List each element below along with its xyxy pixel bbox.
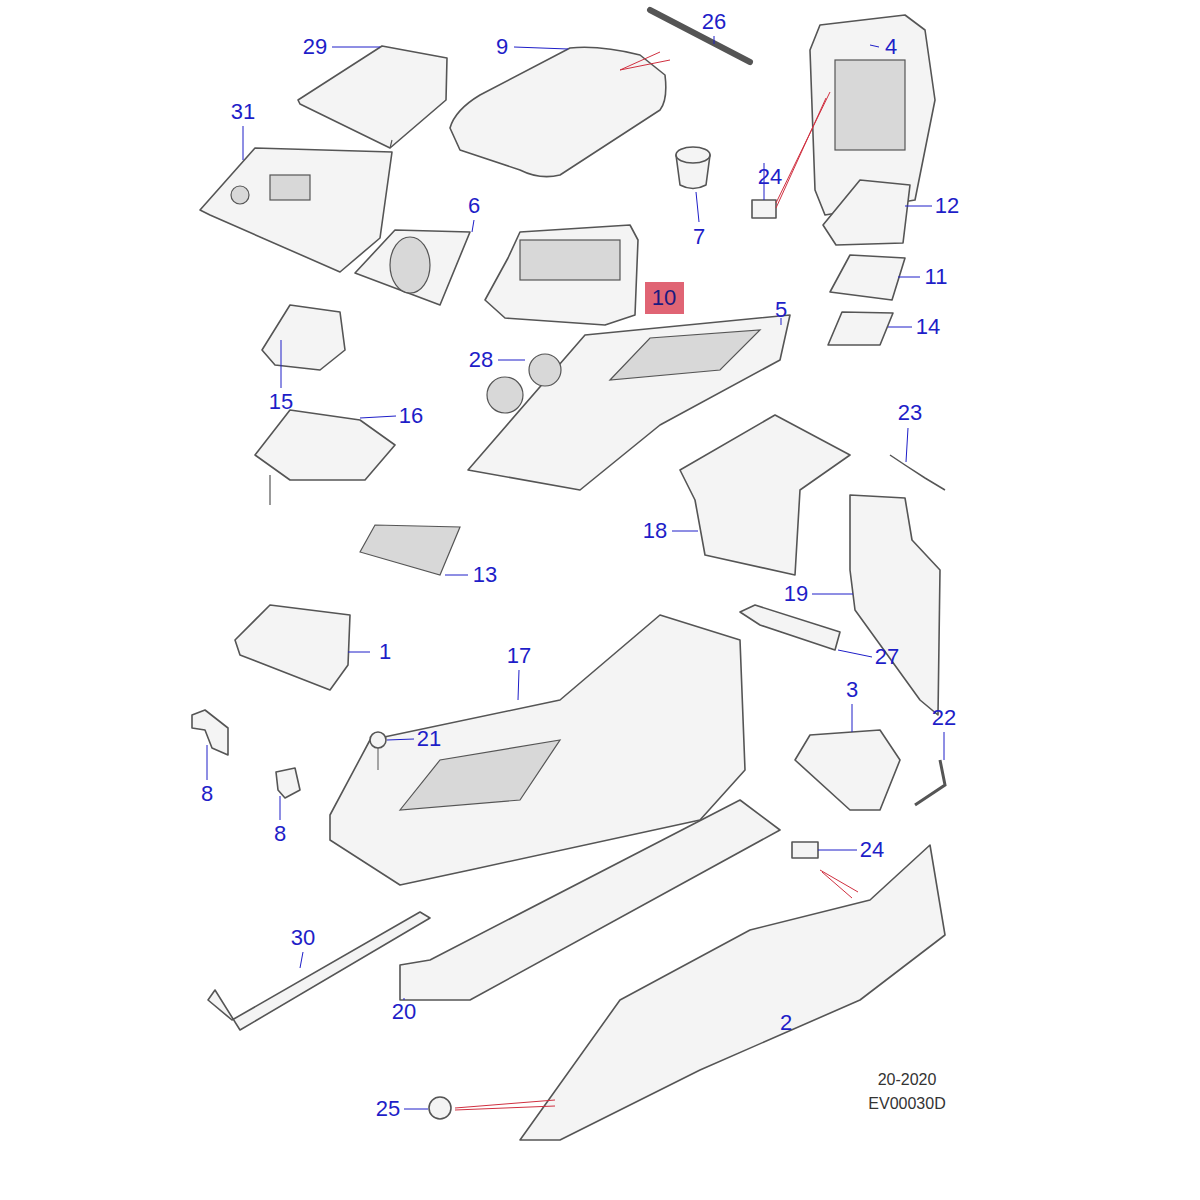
callout-number: 14	[916, 316, 940, 338]
callout-number: 19	[784, 583, 808, 605]
callout-number: 10	[652, 287, 676, 309]
callout-number: 29	[303, 36, 327, 58]
callout-number: 15	[269, 391, 293, 413]
callout-number: 24	[860, 839, 884, 861]
callout-number: 3	[846, 679, 858, 701]
callout-number: 13	[473, 564, 497, 586]
callout-number: 2	[780, 1012, 792, 1034]
callout-number: 22	[932, 707, 956, 729]
leader-lines	[207, 36, 944, 1109]
callout-number: 8	[274, 823, 286, 845]
callout-number: 20	[392, 1001, 416, 1023]
callout-number: 1	[379, 641, 391, 663]
callout-number: 24	[758, 166, 782, 188]
callout-number: 30	[291, 927, 315, 949]
callout-number: 23	[898, 402, 922, 424]
callout-number: 28	[469, 349, 493, 371]
callout-number: 8	[201, 783, 213, 805]
callout-number: 17	[507, 645, 531, 667]
callout-number: 25	[376, 1098, 400, 1120]
callout-number: 27	[875, 646, 899, 668]
callout-number: 5	[775, 299, 787, 321]
callout-number: 9	[496, 36, 508, 58]
callout-number: 18	[643, 520, 667, 542]
drawing-code: EV00030D	[868, 1096, 945, 1112]
callout-number: 4	[885, 36, 897, 58]
drawing-code: 20-2020	[878, 1072, 937, 1088]
highlight-box: 10	[645, 282, 684, 314]
callout-number: 7	[693, 226, 705, 248]
callout-number: 12	[935, 195, 959, 217]
callout-number: 6	[468, 195, 480, 217]
callout-number: 31	[231, 101, 255, 123]
callout-number: 16	[399, 405, 423, 427]
callout-number: 21	[417, 728, 441, 750]
callout-number: 26	[702, 11, 726, 33]
callout-number: 11	[925, 266, 948, 288]
